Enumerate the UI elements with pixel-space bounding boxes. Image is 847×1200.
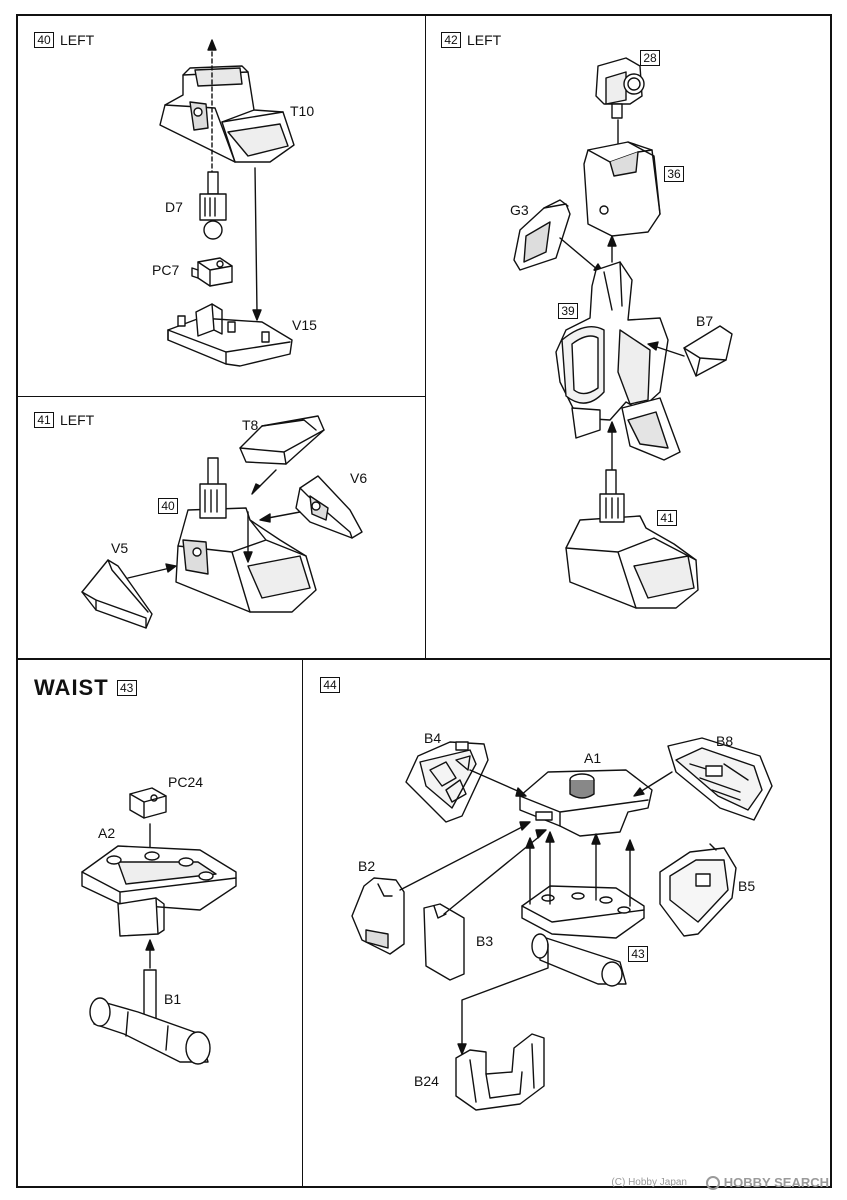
label-b2: B2 — [358, 858, 376, 874]
waist-title: WAIST — [34, 675, 109, 700]
hobby-search-watermark: HOBBY SEARCH — [705, 1175, 829, 1190]
step-41-foot-assembly — [175, 457, 317, 613]
watermark-brand: HOBBY SEARCH — [723, 1175, 829, 1190]
step-41-heading: 41 LEFT — [34, 412, 94, 428]
step-44-number: 44 — [320, 677, 340, 693]
label-b1: B1 — [164, 991, 182, 1007]
part-g3-drawing — [513, 199, 571, 271]
part-t10-drawing — [159, 65, 295, 163]
ref-43: 43 — [628, 946, 648, 962]
label-a2: A2 — [98, 825, 116, 841]
part-36-drawing — [583, 141, 661, 237]
step-42-side: LEFT — [467, 32, 502, 48]
part-v6-drawing — [295, 475, 363, 539]
part-b24-drawing — [455, 1033, 545, 1111]
step-42-diagram — [513, 57, 733, 609]
step-44-waist-drawing — [521, 885, 645, 987]
divider-horizontal-left — [16, 396, 426, 397]
label-d7: D7 — [165, 199, 183, 215]
step-42-foot-drawing — [565, 469, 699, 609]
label-t10: T10 — [290, 103, 315, 119]
part-a1-drawing — [519, 769, 653, 837]
label-pc7: PC7 — [152, 262, 180, 278]
step-44-diagram — [351, 737, 773, 1111]
ref-28: 28 — [640, 50, 660, 66]
step-42-number: 42 — [441, 32, 461, 48]
label-b7: B7 — [696, 313, 714, 329]
step-43-diagram — [81, 787, 237, 1065]
step-44-heading: 44 — [320, 677, 340, 693]
label-g3: G3 — [510, 202, 529, 218]
step-40-heading: 40 LEFT — [34, 32, 94, 48]
part-a2-drawing — [81, 845, 237, 937]
part-pc7-drawing — [191, 257, 233, 287]
label-b5: B5 — [738, 878, 756, 894]
label-v15: V15 — [292, 317, 317, 333]
part-v15-drawing — [167, 303, 293, 367]
divider-vertical-bottom — [302, 658, 303, 1188]
part-b3-drawing — [423, 903, 465, 981]
part-b4-drawing — [405, 741, 489, 823]
part-b1-drawing — [89, 969, 211, 1065]
part-t8-drawing — [239, 415, 325, 465]
step-43-number: 43 — [116, 680, 137, 696]
step-42-heading: 42 LEFT — [441, 32, 501, 48]
step-40-number: 40 — [34, 32, 54, 48]
label-t8: T8 — [242, 417, 259, 433]
label-b24: B24 — [414, 1073, 439, 1089]
label-b4: B4 — [424, 730, 442, 746]
part-b5-drawing — [659, 843, 737, 937]
ref-41: 41 — [657, 510, 677, 526]
label-v6: V6 — [350, 470, 368, 486]
ref-40: 40 — [158, 498, 178, 514]
divider-vertical-top — [425, 14, 426, 660]
bottom-panel-frame — [16, 658, 832, 1188]
part-v5-drawing — [81, 559, 153, 629]
ref-36: 36 — [664, 166, 684, 182]
copyright-text: (C) Hobby Japan — [611, 1177, 687, 1188]
part-b7-drawing — [683, 325, 733, 377]
step-41-diagram — [81, 415, 363, 629]
part-b2-drawing — [351, 877, 405, 955]
label-b8: B8 — [716, 733, 734, 749]
step-41-side: LEFT — [60, 412, 95, 428]
part-28-drawing — [595, 57, 645, 119]
hobby-search-logo-icon — [705, 1175, 720, 1190]
step-40-diagram — [159, 39, 295, 367]
part-pc24-drawing — [129, 787, 167, 819]
step-41-number: 41 — [34, 412, 54, 428]
label-v5: V5 — [111, 540, 129, 556]
part-d7-drawing — [199, 171, 227, 240]
step-43-heading: WAIST 43 — [34, 675, 137, 701]
step-40-side: LEFT — [60, 32, 95, 48]
part-b8-drawing — [667, 737, 773, 821]
label-a1: A1 — [584, 750, 602, 766]
label-pc24: PC24 — [168, 774, 204, 790]
part-39-drawing — [555, 261, 681, 461]
label-b3: B3 — [476, 933, 494, 949]
ref-39: 39 — [558, 303, 578, 319]
